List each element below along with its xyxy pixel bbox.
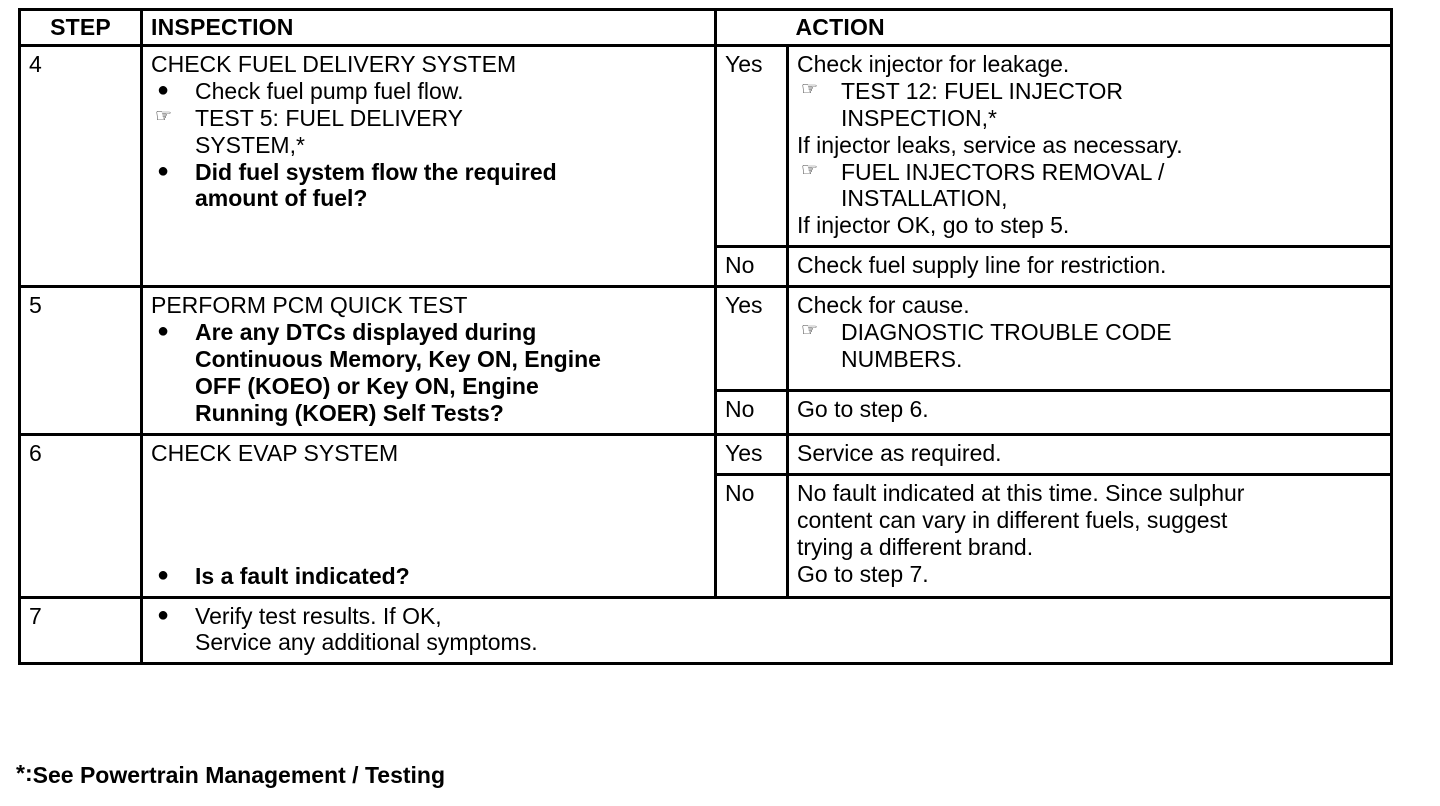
step-number: 5 bbox=[18, 285, 143, 436]
hand-pointer-icon: ☞ bbox=[155, 105, 173, 127]
inspection-title: CHECK FUEL DELIVERY SYSTEM bbox=[151, 50, 517, 77]
list-item-label: DIAGNOSTIC TROUBLE CODE NUMBERS. bbox=[841, 319, 1172, 372]
bullet-icon: ● bbox=[157, 78, 170, 101]
outcome-answer-no: No bbox=[714, 473, 789, 599]
table-row: 5 PERFORM PCM QUICK TEST ● Are any DTCs … bbox=[18, 285, 1393, 436]
action-line: Go to step 6. bbox=[797, 395, 929, 422]
action-line: If injector leaks, service as necessary. bbox=[797, 131, 1183, 158]
list-item-label: FUEL INJECTORS REMOVAL / INSTALLATION, bbox=[841, 158, 1165, 212]
action-line: Check fuel supply line for restriction. bbox=[797, 252, 1167, 279]
list-item-label: TEST 5: FUEL DELIVERY SYSTEM,* bbox=[195, 104, 464, 158]
header-spacer bbox=[714, 8, 788, 47]
footnote-marker: *: bbox=[16, 760, 33, 786]
table-row: 4 CHECK FUEL DELIVERY SYSTEM ● Check fue… bbox=[18, 43, 1393, 289]
list-item: ☞ TEST 12: FUEL INJECTOR INSPECTION,* bbox=[797, 78, 1382, 132]
table-header-row: STEP INSPECTION ACTION bbox=[18, 8, 1393, 47]
table-row: No No fault indicated at this time. Sinc… bbox=[20, 473, 1393, 599]
outcome-answer-no: No bbox=[714, 388, 789, 436]
inspection-cell: CHECK EVAP SYSTEM ● Is a fault indicated… bbox=[140, 432, 717, 599]
footnote-text: See Powertrain Management / Testing bbox=[32, 762, 446, 788]
action-cell: Service as required. bbox=[786, 432, 1393, 477]
list-item: ● Is a fault indicated? bbox=[151, 563, 706, 590]
list-item-label: Is a fault indicated? bbox=[195, 562, 410, 589]
inspection-cell: ● Verify test results. If OK, Service an… bbox=[140, 595, 1393, 666]
list-item: ☞ DIAGNOSTIC TROUBLE CODE NUMBERS. bbox=[797, 319, 1382, 373]
cell-spacer bbox=[151, 467, 706, 563]
step-number: 4 bbox=[18, 43, 143, 289]
list-item-label: Check fuel pump fuel flow. bbox=[195, 77, 464, 104]
header-step: STEP bbox=[18, 8, 143, 47]
list-item: ● Verify test results. If OK, Service an… bbox=[151, 603, 1382, 657]
action-cell: Check fuel supply line for restriction. bbox=[786, 245, 1393, 289]
hand-pointer-icon: ☞ bbox=[801, 320, 819, 342]
header-inspection: INSPECTION bbox=[140, 8, 717, 47]
list-item: ☞ TEST 5: FUEL DELIVERY SYSTEM,* bbox=[151, 105, 706, 159]
action-line: If injector OK, go to step 5. bbox=[797, 212, 1070, 239]
table-row: No Go to step 6. bbox=[20, 388, 1393, 436]
outcome-answer-yes: Yes bbox=[714, 43, 789, 249]
step-number: 6 bbox=[18, 432, 143, 599]
inspection-title: PERFORM PCM QUICK TEST bbox=[151, 292, 468, 319]
list-item: ☞ FUEL INJECTORS REMOVAL / INSTALLATION, bbox=[797, 159, 1382, 213]
list-item: ● Are any DTCs displayed during Continuo… bbox=[151, 319, 706, 427]
action-line: No fault indicated at this time. Since s… bbox=[797, 480, 1245, 560]
bullet-icon: ● bbox=[157, 603, 170, 626]
action-line: Service as required. bbox=[797, 439, 1002, 466]
outcome-answer-no: No bbox=[714, 245, 789, 289]
footnote: *:See Powertrain Management / Testing bbox=[16, 760, 445, 789]
bullet-icon: ● bbox=[157, 563, 170, 586]
list-item-label: TEST 12: FUEL INJECTOR INSPECTION,* bbox=[841, 77, 1124, 131]
hand-pointer-icon: ☞ bbox=[801, 78, 819, 100]
table-row: 7 ● Verify test results. If OK, Service … bbox=[18, 595, 1393, 666]
inspection-cell: CHECK FUEL DELIVERY SYSTEM ● Check fuel … bbox=[140, 43, 717, 289]
outcome-answer-yes: Yes bbox=[714, 285, 789, 392]
action-cell: Go to step 6. bbox=[786, 388, 1393, 436]
header-action: ACTION bbox=[787, 8, 1393, 47]
list-item-label: Are any DTCs displayed during Continuous… bbox=[195, 319, 601, 426]
step-number: 7 bbox=[18, 595, 143, 666]
action-line: Go to step 7. bbox=[797, 560, 929, 587]
action-cell: Check for cause. ☞ DIAGNOSTIC TROUBLE CO… bbox=[786, 285, 1393, 392]
diagnostic-procedure-table: STEP INSPECTION ACTION 4 CHECK FUEL DELI… bbox=[18, 8, 1393, 666]
inspection-title: CHECK EVAP SYSTEM bbox=[151, 439, 399, 466]
action-line: Check injector for leakage. bbox=[797, 50, 1070, 77]
inspection-cell: PERFORM PCM QUICK TEST ● Are any DTCs di… bbox=[140, 285, 717, 436]
bullet-icon: ● bbox=[157, 159, 170, 182]
list-item: ● Check fuel pump fuel flow. bbox=[151, 78, 706, 105]
action-line: Check for cause. bbox=[797, 292, 970, 319]
outcome-answer-yes: Yes bbox=[714, 432, 789, 477]
list-item-label: Did fuel system flow the required amount… bbox=[195, 158, 557, 212]
list-item: ● Did fuel system flow the required amou… bbox=[151, 159, 706, 213]
action-cell: No fault indicated at this time. Since s… bbox=[786, 473, 1393, 599]
list-item-label: Verify test results. If OK, Service any … bbox=[195, 602, 538, 656]
bullet-icon: ● bbox=[157, 320, 170, 343]
hand-pointer-icon: ☞ bbox=[801, 159, 819, 181]
table-row: 6 CHECK EVAP SYSTEM ● Is a fault indicat… bbox=[18, 432, 1393, 599]
action-cell: Check injector for leakage. ☞ TEST 12: F… bbox=[786, 43, 1393, 249]
table-row: No Check fuel supply line for restrictio… bbox=[20, 245, 1393, 289]
